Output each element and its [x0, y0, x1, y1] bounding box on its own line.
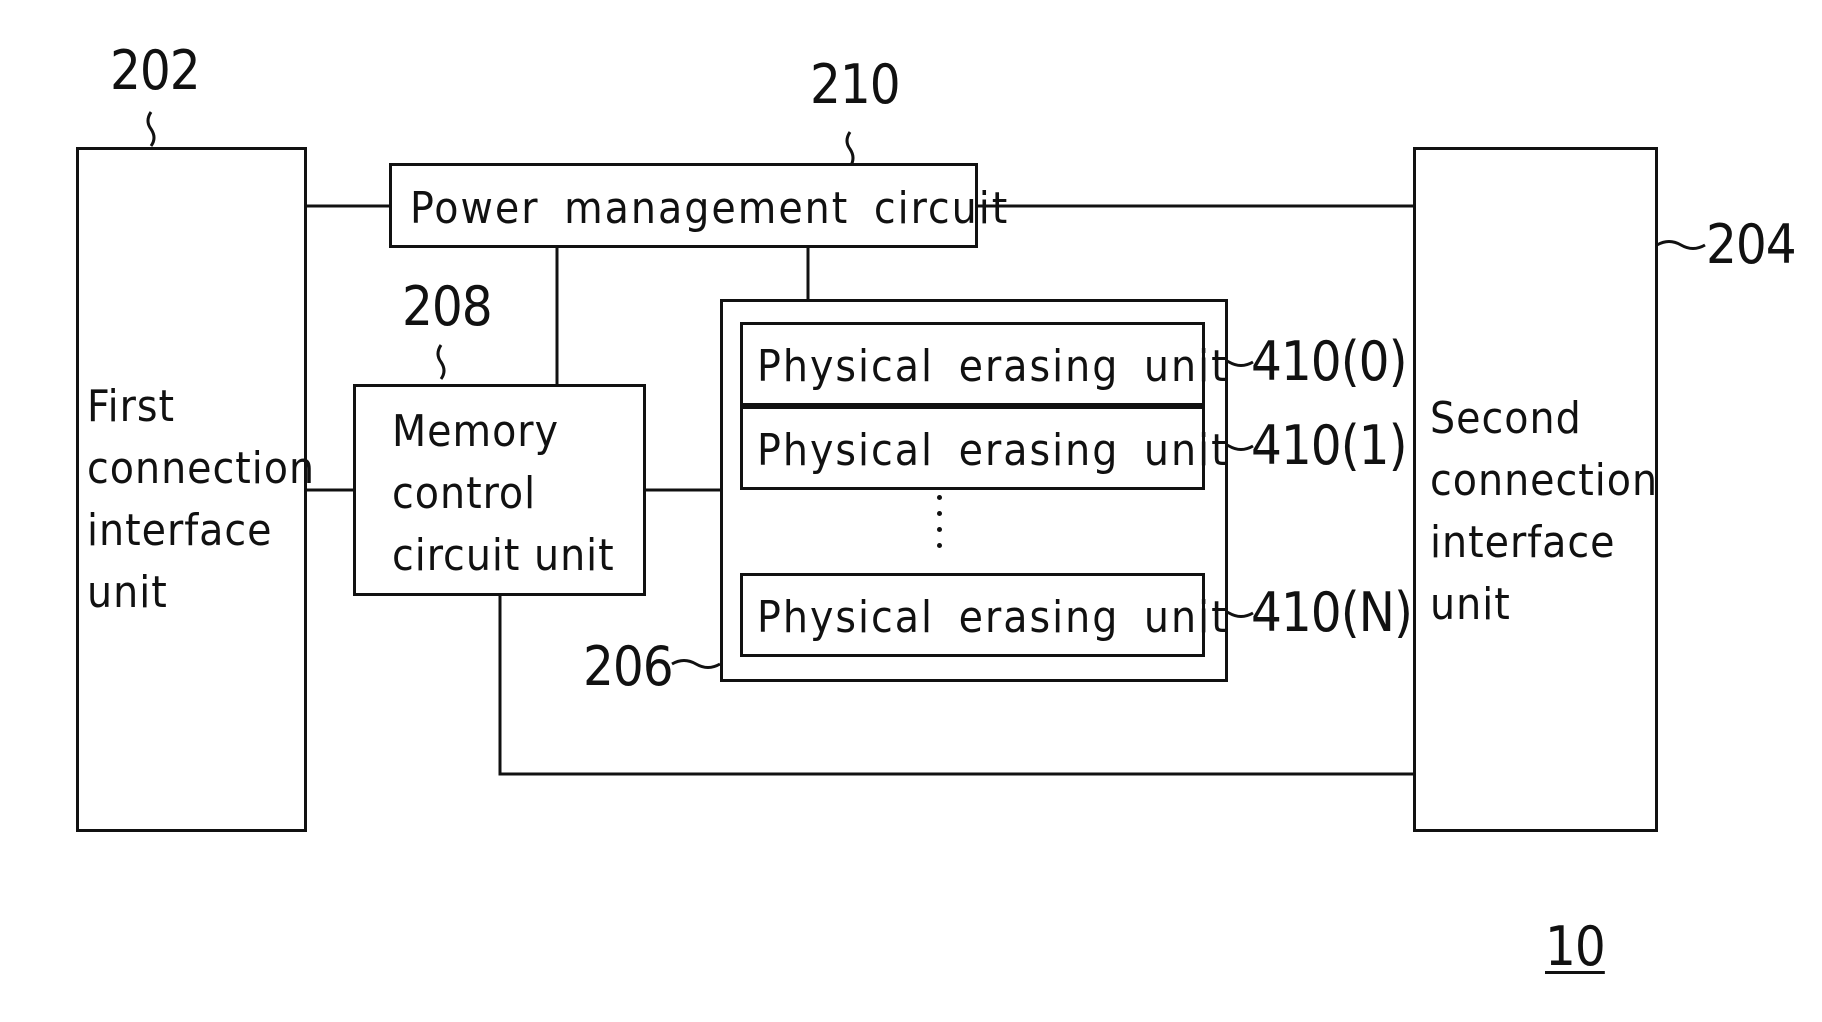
first-interface-label: First connection interface unit	[87, 376, 315, 624]
power-management-ref: 210	[810, 58, 900, 112]
physical-erasing-unit-label: Physical erasing unit	[757, 425, 1229, 476]
physical-erasing-unit-label: Physical erasing unit	[757, 341, 1229, 392]
physical-erasing-unit-ref: 410(0)	[1251, 335, 1407, 389]
leader-204	[1657, 242, 1705, 249]
second-interface-label: Second connection interface unit	[1430, 388, 1658, 636]
power-management-circuit: Power management circuit	[389, 163, 978, 248]
power-management-label: Power management circuit	[410, 183, 1009, 234]
rewritable-memory-ref: 206	[583, 640, 673, 694]
leader-208	[438, 345, 444, 379]
physical-erasing-unit-label: Physical erasing unit	[757, 592, 1229, 643]
leader-206	[672, 661, 720, 668]
second-interface-ref: 204	[1706, 218, 1796, 272]
first-connection-interface-unit: First connection interface unit	[76, 147, 307, 832]
leader-202	[148, 112, 154, 146]
figure-ref: 10	[1545, 920, 1605, 974]
memory-control-circuit-unit: Memory control circuit unit	[353, 384, 646, 596]
memory-control-ref: 208	[402, 280, 492, 334]
physical-erasing-unit-ref: 410(N)	[1251, 586, 1412, 640]
second-connection-interface-unit: Second connection interface unit	[1413, 147, 1658, 832]
physical-erasing-unit: Physical erasing unit	[740, 406, 1205, 490]
memory-control-label: Memory control circuit unit	[392, 401, 615, 587]
physical-erasing-unit: Physical erasing unit	[740, 322, 1205, 406]
leader-210	[847, 132, 853, 167]
first-interface-ref: 202	[110, 44, 200, 98]
physical-erasing-unit: Physical erasing unit	[740, 573, 1205, 657]
ellipsis-more-units	[936, 495, 944, 557]
physical-erasing-unit-ref: 410(1)	[1251, 419, 1407, 473]
